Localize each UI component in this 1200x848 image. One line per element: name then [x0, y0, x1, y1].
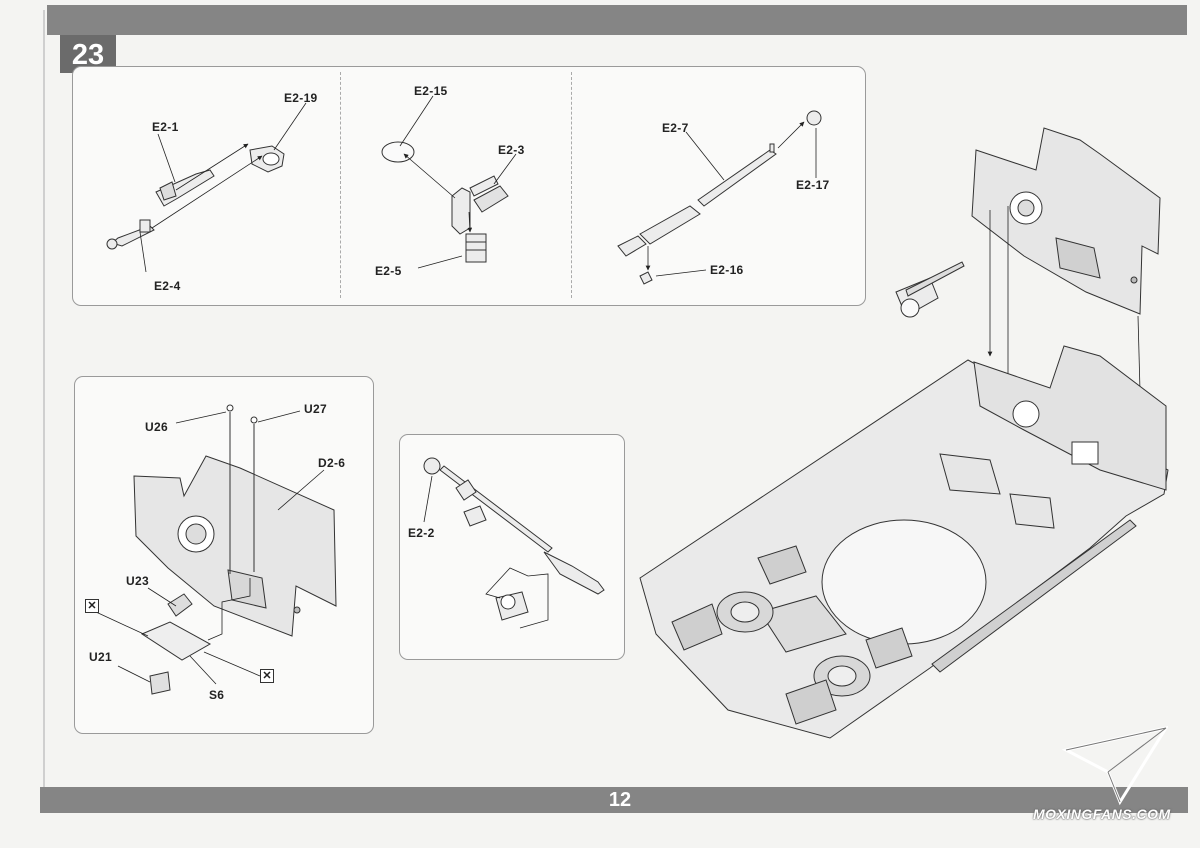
part-label-e2-16: E2-16	[710, 263, 744, 277]
part-label-e2-2: E2-2	[408, 526, 435, 540]
part-label-s6: S6	[209, 688, 225, 702]
binding-edge	[43, 10, 45, 810]
part-label-u21: U21	[89, 650, 112, 664]
watermark: MOXINGFANS.COM	[1033, 806, 1171, 822]
part-label-e2-15: E2-15	[414, 84, 448, 98]
paper-plane-logo	[1062, 726, 1168, 806]
panel-divider	[571, 72, 572, 298]
part-label-e2-5: E2-5	[375, 264, 402, 278]
part-label-e2-4: E2-4	[154, 279, 181, 293]
part-label-e2-3: E2-3	[498, 143, 525, 157]
part-label-e2-19: E2-19	[284, 91, 318, 105]
remove-part-icon: ✕	[260, 669, 274, 683]
part-label-e2-17: E2-17	[796, 178, 830, 192]
part-label-u26: U26	[145, 420, 168, 434]
page-number: 12	[608, 789, 632, 811]
page-header-bar	[47, 5, 1187, 35]
part-label-d2-6: D2-6	[318, 456, 346, 470]
panel-divider	[340, 72, 341, 298]
part-label-e2-7: E2-7	[662, 121, 689, 135]
part-label-e2-1: E2-1	[152, 120, 179, 134]
page-footer-bar	[40, 787, 1188, 813]
remove-part-icon: ✕	[85, 599, 99, 613]
part-label-u23: U23	[126, 574, 149, 588]
sub-assembly-panel	[72, 66, 866, 306]
mg-receiver-drawing	[106, 145, 285, 250]
part-label-u27: U27	[304, 402, 327, 416]
